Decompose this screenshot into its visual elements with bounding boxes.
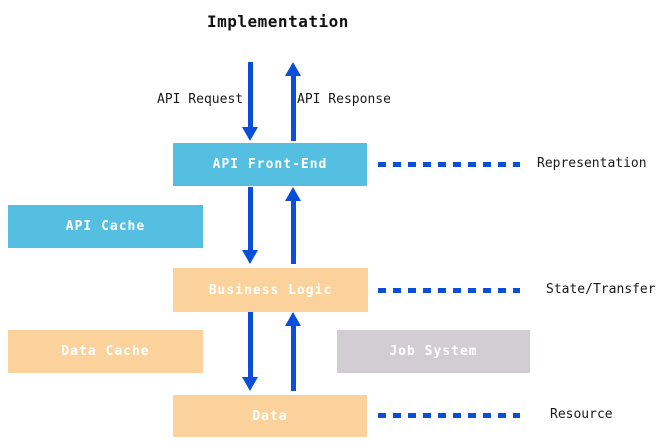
diagram-title: Implementation (207, 12, 349, 31)
arrow-head-down-icon (242, 127, 258, 141)
frontend-to-logic-arrow-down (242, 187, 258, 264)
api-response-arrow-up (285, 62, 301, 141)
arrow-shaft (247, 62, 253, 129)
arrow-shaft (247, 312, 253, 379)
arrow-shaft (290, 74, 296, 141)
logic-to-frontend-arrow-up (285, 187, 301, 264)
arrow-shaft (290, 199, 296, 264)
api-front-end-box: API Front-End (173, 143, 367, 186)
data-cache-box: Data Cache (8, 330, 203, 373)
representation-label: Representation (537, 156, 647, 171)
arrow-shaft (290, 324, 296, 391)
resource-dashed-line (378, 413, 520, 418)
job-system-box: Job System (337, 330, 530, 373)
arrow-head-down-icon (242, 250, 258, 264)
api-request-arrow-down (242, 62, 258, 141)
logic-to-data-arrow-down (242, 312, 258, 391)
representation-dashed-line (378, 162, 520, 167)
resource-label: Resource (550, 407, 613, 422)
data-to-logic-arrow-up (285, 312, 301, 391)
business-logic-box: Business Logic (173, 268, 368, 312)
arrow-head-up-icon (285, 312, 301, 326)
api-response-label: API Response (297, 92, 391, 107)
api-request-label: API Request (157, 92, 244, 107)
arrow-head-down-icon (242, 377, 258, 391)
state-transfer-dashed-line (378, 288, 520, 293)
api-cache-box: API Cache (8, 205, 203, 248)
data-box: Data (173, 395, 367, 437)
arrow-shaft (247, 187, 253, 252)
arrow-head-up-icon (285, 187, 301, 201)
arrow-head-up-icon (285, 62, 301, 76)
state-transfer-label: State/Transfer (546, 282, 656, 297)
